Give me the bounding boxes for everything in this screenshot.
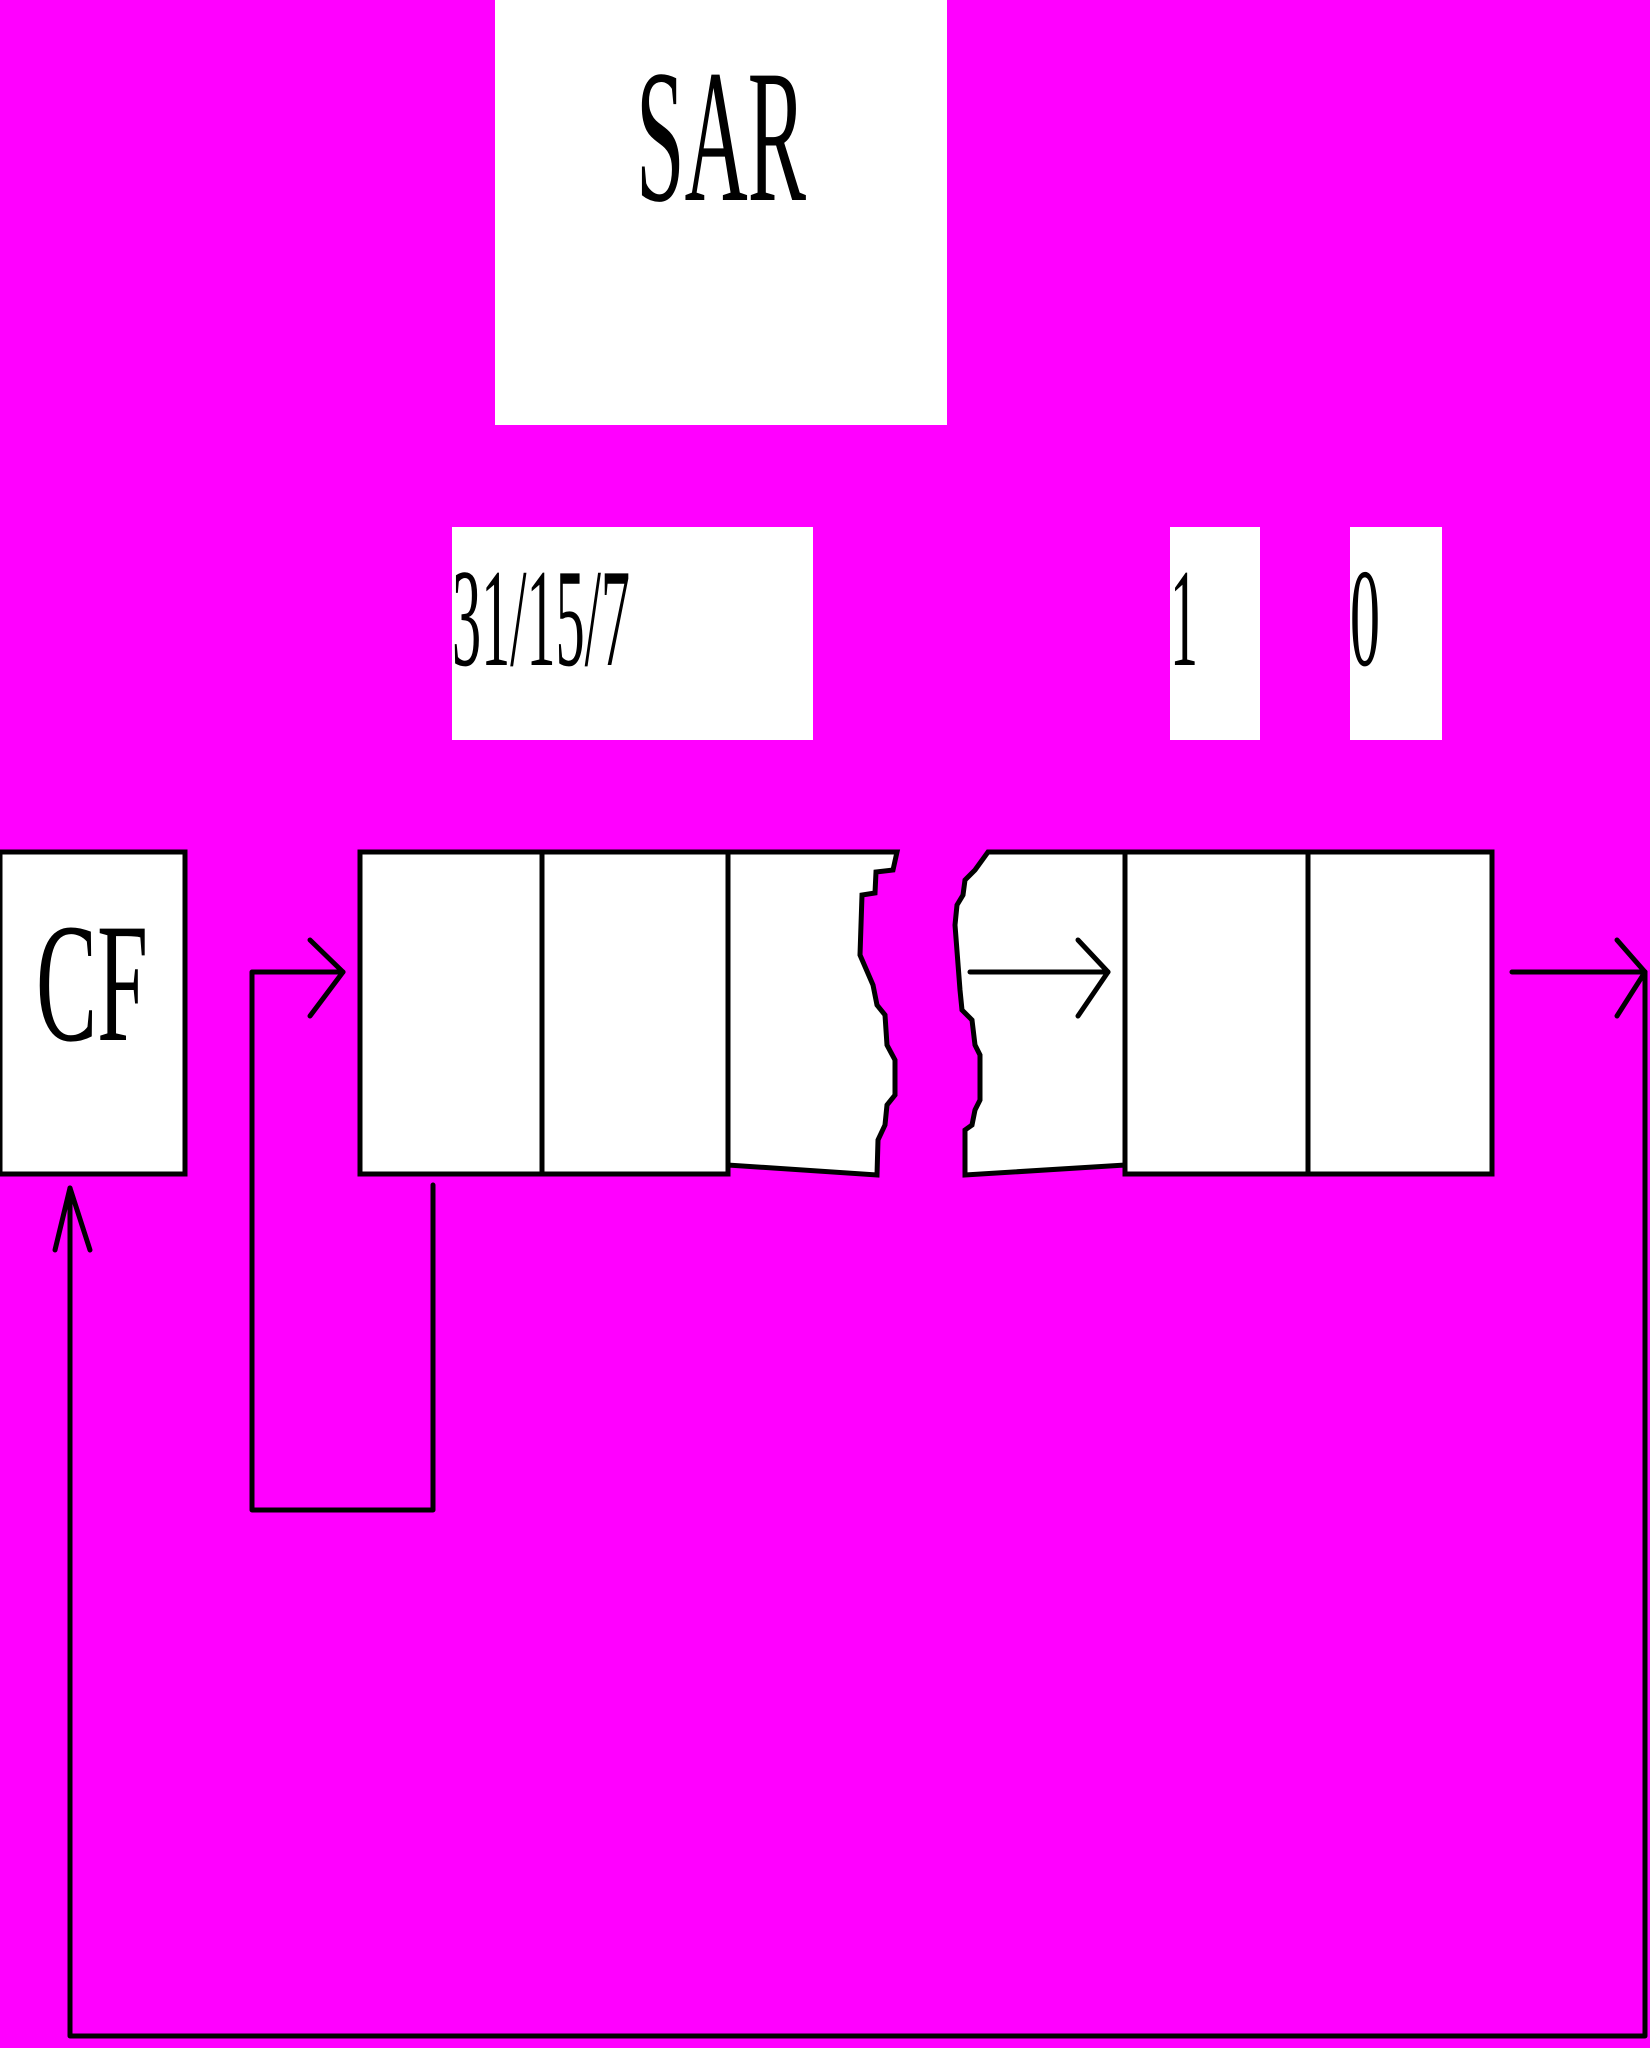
bit1-label: 1 — [1170, 541, 1198, 696]
msb-feedback-arrowhead — [307, 937, 346, 1019]
bit1-label-box — [1170, 527, 1260, 740]
title-box — [495, 0, 947, 425]
register-right-segment — [952, 849, 1495, 1178]
msb-label-box — [452, 527, 813, 740]
carry-flag-box — [0, 849, 188, 1177]
msb-feedback-line — [249, 969, 436, 1513]
flow-arrows — [52, 937, 1648, 2039]
bit0-label-box — [1350, 527, 1442, 740]
register-left-outline — [357, 849, 901, 1178]
register-right-outline — [952, 849, 1495, 1178]
bit0-label: 0 — [1350, 541, 1380, 696]
msb-bit-label: 31/15/7 — [452, 541, 630, 696]
carry-flag-label: CF — [36, 889, 148, 1077]
diagram-title: SAR — [636, 32, 806, 242]
shift-right-arrowhead — [1075, 937, 1111, 1019]
carry-in-arrowhead — [52, 1185, 93, 1253]
carry-return-line — [67, 969, 1648, 2039]
register-left-segment — [357, 849, 901, 1178]
